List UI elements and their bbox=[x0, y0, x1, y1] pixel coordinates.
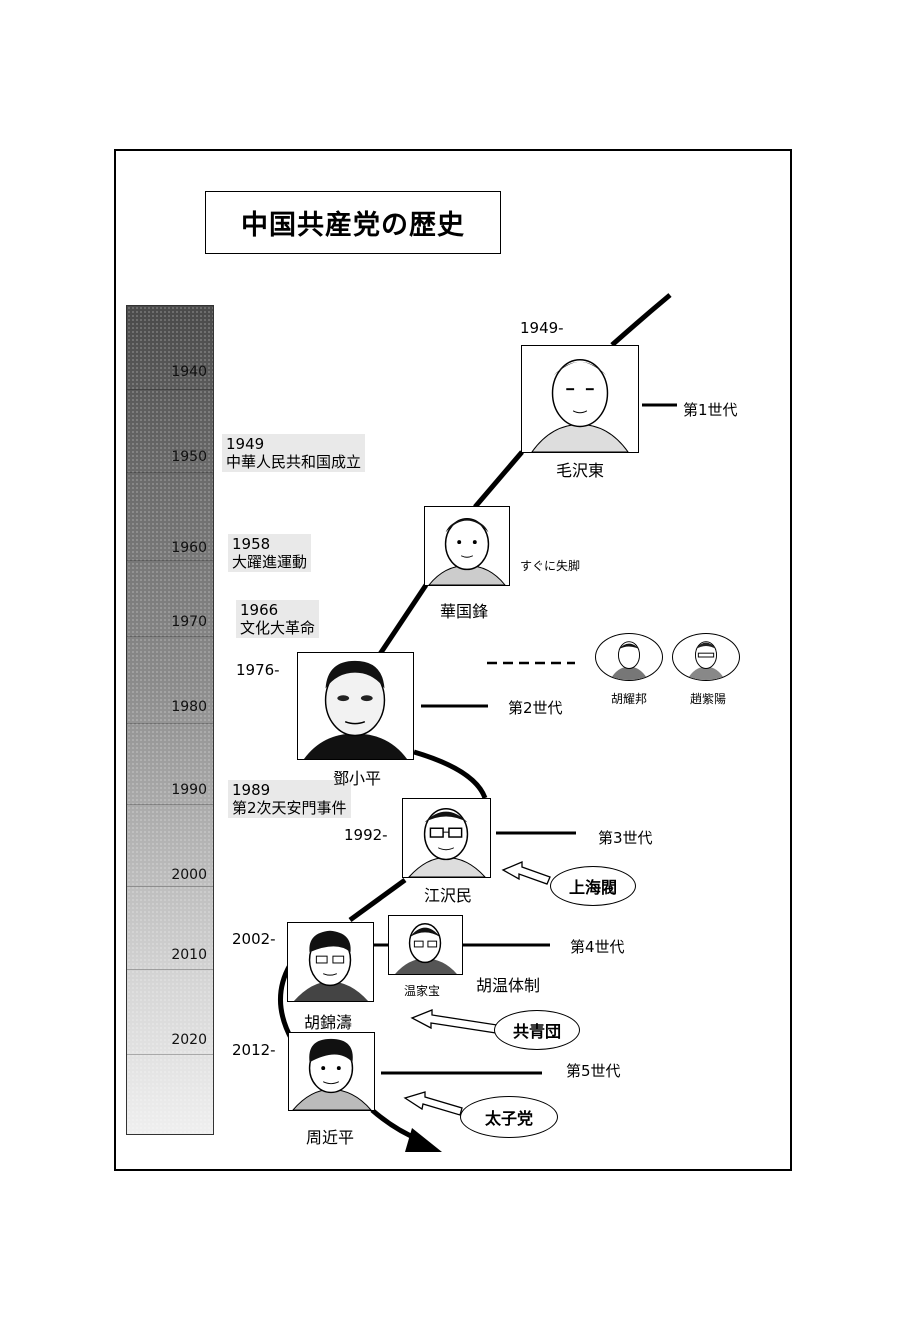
page-frame bbox=[114, 149, 792, 1171]
decade-label: 2010 bbox=[171, 947, 207, 963]
hu-yaobang-portrait bbox=[595, 633, 663, 681]
hu-name: 胡錦濤 bbox=[304, 1013, 353, 1032]
jiang-name: 江沢民 bbox=[424, 886, 473, 905]
decade-label: 1960 bbox=[171, 540, 207, 556]
hua-note: すぐに失脚 bbox=[520, 559, 581, 573]
mao-face-icon bbox=[531, 359, 629, 452]
wen-portrait bbox=[388, 915, 463, 975]
hu-yaobang-face-icon bbox=[609, 641, 649, 680]
event-text: 文化大革命 bbox=[240, 619, 316, 637]
generation-4-label: 第4世代 bbox=[570, 938, 625, 956]
decade-label: 2020 bbox=[171, 1032, 207, 1048]
deng-face-icon bbox=[303, 660, 408, 759]
xi-name: 周近平 bbox=[306, 1128, 355, 1147]
zhao-face-icon bbox=[686, 641, 726, 680]
decade-divider bbox=[127, 969, 213, 970]
generation-5-label: 第5世代 bbox=[566, 1062, 621, 1080]
mao-year: 1949- bbox=[520, 319, 564, 337]
wen-name: 温家宝 bbox=[404, 984, 441, 998]
mao-name: 毛沢東 bbox=[556, 461, 605, 480]
jiang-face-icon bbox=[408, 808, 486, 877]
generation-2-label: 第2世代 bbox=[508, 699, 563, 717]
hu-wen-system-label: 胡温体制 bbox=[476, 976, 541, 995]
xi-face-icon bbox=[292, 1038, 372, 1110]
deng-portrait bbox=[297, 652, 414, 760]
deng-year: 1976- bbox=[236, 661, 280, 679]
jiang-portrait bbox=[402, 798, 491, 878]
event-1989: 1989 第2次天安門事件 bbox=[228, 780, 351, 818]
hu-face-icon bbox=[293, 930, 369, 1001]
zhao-name: 趙紫陽 bbox=[690, 692, 727, 706]
event-year: 1989 bbox=[232, 781, 271, 799]
decade-label: 1950 bbox=[171, 449, 207, 465]
mao-portrait bbox=[521, 345, 639, 453]
decade-label: 2000 bbox=[171, 867, 207, 883]
jiang-year: 1992- bbox=[344, 826, 388, 844]
faction-youth-bubble: 共青団 bbox=[494, 1010, 580, 1050]
hu-yaobang-name: 胡耀邦 bbox=[611, 692, 648, 706]
zhao-portrait bbox=[672, 633, 740, 681]
event-1958: 1958 大躍進運動 bbox=[228, 534, 312, 572]
hua-name: 華国鋒 bbox=[440, 602, 489, 621]
decade-divider bbox=[127, 804, 213, 805]
event-year: 1958 bbox=[232, 535, 271, 553]
wen-face-icon bbox=[395, 923, 457, 974]
decade-label: 1940 bbox=[171, 364, 207, 380]
event-1966: 1966 文化大革命 bbox=[236, 600, 320, 638]
deng-name: 鄧小平 bbox=[333, 769, 382, 788]
decade-label: 1970 bbox=[171, 614, 207, 630]
event-1949: 1949 中華人民共和国成立 bbox=[222, 434, 366, 472]
faction-princeling-bubble: 太子党 bbox=[460, 1096, 558, 1138]
decade-divider bbox=[127, 560, 213, 561]
hua-face-icon bbox=[428, 517, 506, 585]
faction-shanghai-bubble: 上海閥 bbox=[550, 866, 636, 906]
decade-divider bbox=[127, 472, 213, 473]
decade-label: 1990 bbox=[171, 782, 207, 798]
decade-divider bbox=[127, 723, 213, 724]
event-text: 中華人民共和国成立 bbox=[226, 453, 362, 471]
hu-year: 2002- bbox=[232, 930, 276, 948]
decade-label: 1980 bbox=[171, 699, 207, 715]
generation-3-label: 第3世代 bbox=[598, 829, 653, 847]
decade-divider bbox=[127, 886, 213, 887]
hua-portrait bbox=[424, 506, 510, 586]
event-year: 1966 bbox=[240, 601, 279, 619]
page-title: 中国共産党の歴史 bbox=[205, 191, 501, 254]
xi-year: 2012- bbox=[232, 1041, 276, 1059]
hu-portrait bbox=[287, 922, 374, 1002]
timeline-bar: 1940 1950 1960 1970 1980 1990 2000 2010 … bbox=[126, 305, 214, 1135]
decade-divider bbox=[127, 636, 213, 637]
event-text: 第2次天安門事件 bbox=[232, 799, 347, 817]
decade-divider bbox=[127, 389, 213, 390]
event-year: 1949 bbox=[226, 435, 265, 453]
event-text: 大躍進運動 bbox=[232, 553, 308, 571]
generation-1-label: 第1世代 bbox=[683, 401, 738, 419]
decade-divider bbox=[127, 1054, 213, 1055]
xi-portrait bbox=[288, 1032, 375, 1111]
